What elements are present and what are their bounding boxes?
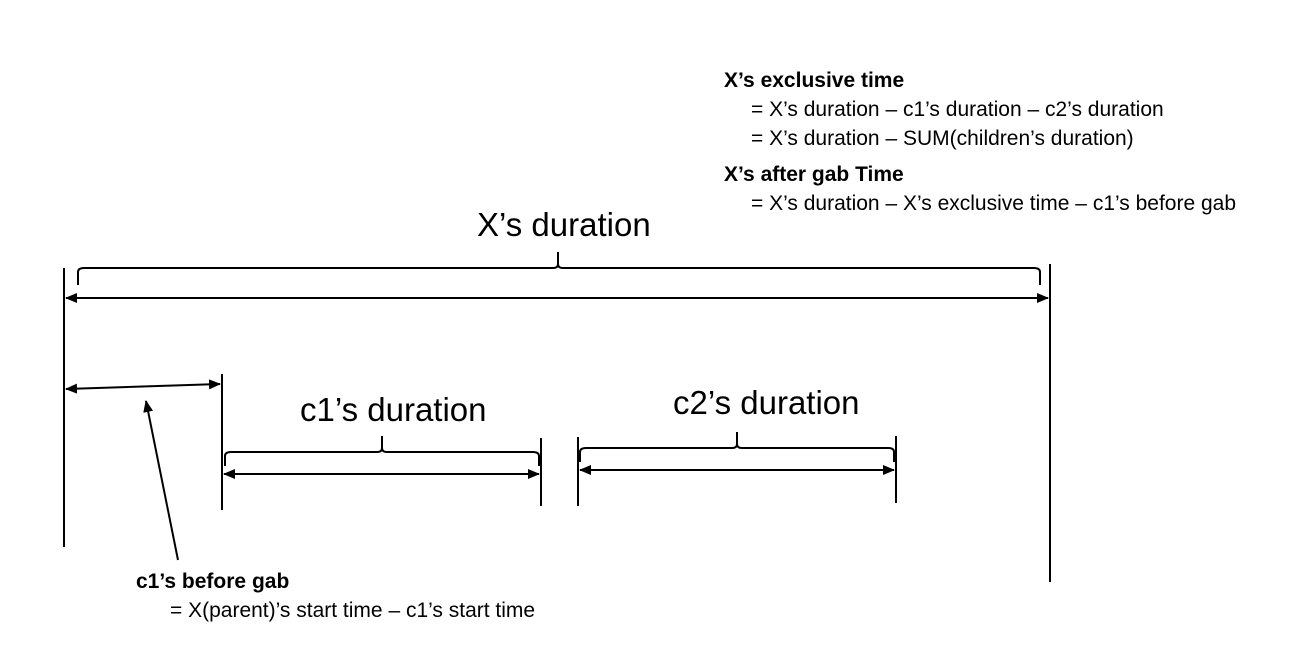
x-duration-brace: [77, 252, 1041, 285]
exclusive-time-heading: X’s exclusive time: [724, 69, 905, 92]
before-gab-arrow: [65, 379, 221, 394]
c2-duration-brace: [579, 432, 895, 462]
exclusive-time-formula-2: = X’s duration – SUM(children’s duration…: [751, 127, 1134, 150]
after-gab-heading: X’s after gab Time: [724, 163, 904, 186]
c2-duration-label: c2’s duration: [673, 384, 860, 421]
exclusive-time-formula-1: = X’s duration – c1’s duration – c2’s du…: [751, 98, 1164, 121]
after-gab-formula: = X’s duration – X’s exclusive time – c1…: [751, 192, 1237, 215]
x-duration-label: X’s duration: [477, 206, 651, 243]
before-gab-formula: = X(parent)’s start time – c1’s start ti…: [170, 599, 536, 622]
before-gab-pointer: [143, 400, 179, 561]
c1-duration-label: c1’s duration: [300, 391, 487, 428]
c1-duration-brace: [224, 436, 540, 466]
before-gab-heading: c1’s before gab: [136, 570, 290, 593]
